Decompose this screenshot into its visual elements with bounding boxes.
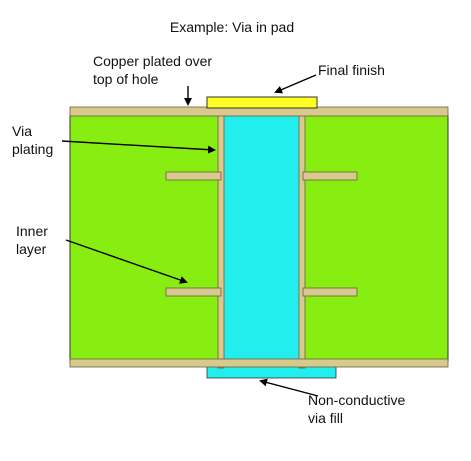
- final-finish-pad: [206, 96, 318, 109]
- label-via-plating: Via plating: [12, 123, 53, 157]
- diagram-title: Example: Via in pad: [170, 19, 294, 35]
- label-inner-layer-line1: Inner: [16, 223, 48, 239]
- laminate-right: [302, 114, 449, 363]
- via-plating-right-wall: [298, 109, 306, 369]
- label-final-finish: Final finish: [318, 62, 385, 78]
- label-via-fill: Non-conductive via fill: [308, 392, 409, 426]
- via-plating-left-wall: [217, 109, 225, 369]
- label-inner-layer-line2: layer: [16, 241, 47, 257]
- arrow-final-finish: [274, 74, 317, 94]
- via-fill-bottom-plug: [206, 365, 337, 379]
- label-via-plating-line2: plating: [12, 141, 53, 157]
- bottom-copper-layer: [69, 358, 449, 368]
- laminate-left: [69, 114, 221, 363]
- inner-layer-upper-right: [302, 171, 358, 181]
- label-via-fill-line2: via fill: [308, 410, 343, 426]
- arrow-via-fill: [259, 378, 319, 397]
- label-copper-plated-line2: top of hole: [93, 71, 159, 87]
- arrow-inner-layer: [65, 239, 188, 284]
- label-via-fill-line1: Non-conductive: [308, 392, 405, 408]
- via-fill: [222, 109, 302, 369]
- arrow-via-plating: [61, 140, 216, 154]
- inner-layer-lower-left: [165, 287, 222, 297]
- label-inner-layer: Inner layer: [16, 223, 52, 257]
- inner-layer-lower-right: [302, 287, 358, 297]
- inner-layer-upper-left: [165, 171, 222, 181]
- label-copper-plated: Copper plated over top of hole: [93, 53, 216, 87]
- label-via-plating-line1: Via: [12, 123, 32, 139]
- label-copper-plated-line1: Copper plated over: [93, 53, 212, 69]
